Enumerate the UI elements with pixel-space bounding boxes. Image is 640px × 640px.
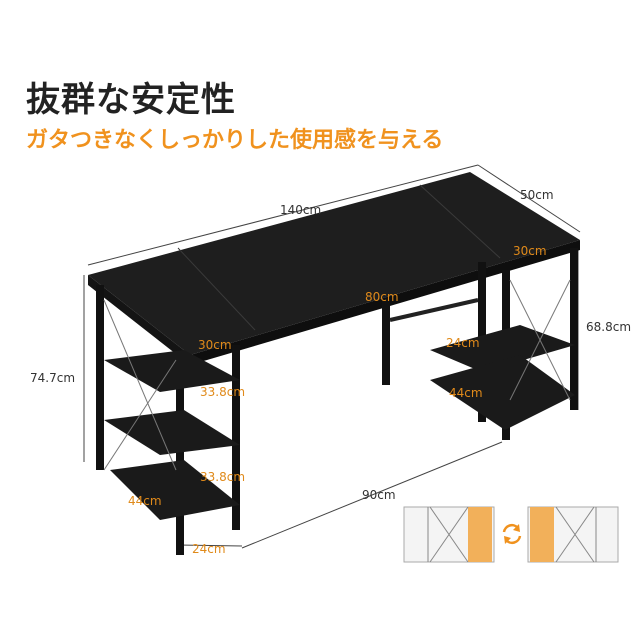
dim-shelf-gap-top: 33.8cm	[200, 385, 246, 399]
dim-height: 74.7cm	[30, 371, 76, 385]
reversible-arrows-icon	[502, 523, 522, 545]
right-shelf-unit	[382, 248, 578, 440]
dim-depth: 50cm	[520, 188, 554, 202]
dim-right-shelf-depth: 44cm	[449, 386, 483, 400]
dim-right-shelf-width: 24cm	[446, 336, 480, 350]
dim-left-shelf-width-bottom: 44cm	[128, 494, 162, 508]
layout-diagram-right	[527, 506, 619, 563]
layout-diagram-left	[403, 506, 495, 563]
dim-side-depth: 30cm	[513, 244, 547, 258]
dim-bottom-depth: 24cm	[192, 542, 226, 556]
dim-width: 140cm	[280, 203, 322, 217]
dim-bottom-width: 90cm	[362, 488, 396, 502]
dim-left-shelf-depth: 30cm	[198, 338, 232, 352]
page-subtitle: ガタつきなくしっかりした使用感を与える	[26, 128, 444, 153]
dim-shelf-height: 68.8cm	[586, 320, 632, 334]
left-shelf-unit	[96, 285, 240, 555]
dim-shelf-gap-bottom: 33.8cm	[200, 470, 246, 484]
dim-middle-width: 80cm	[365, 290, 399, 304]
page-title: 抜群な安定性	[26, 80, 236, 120]
